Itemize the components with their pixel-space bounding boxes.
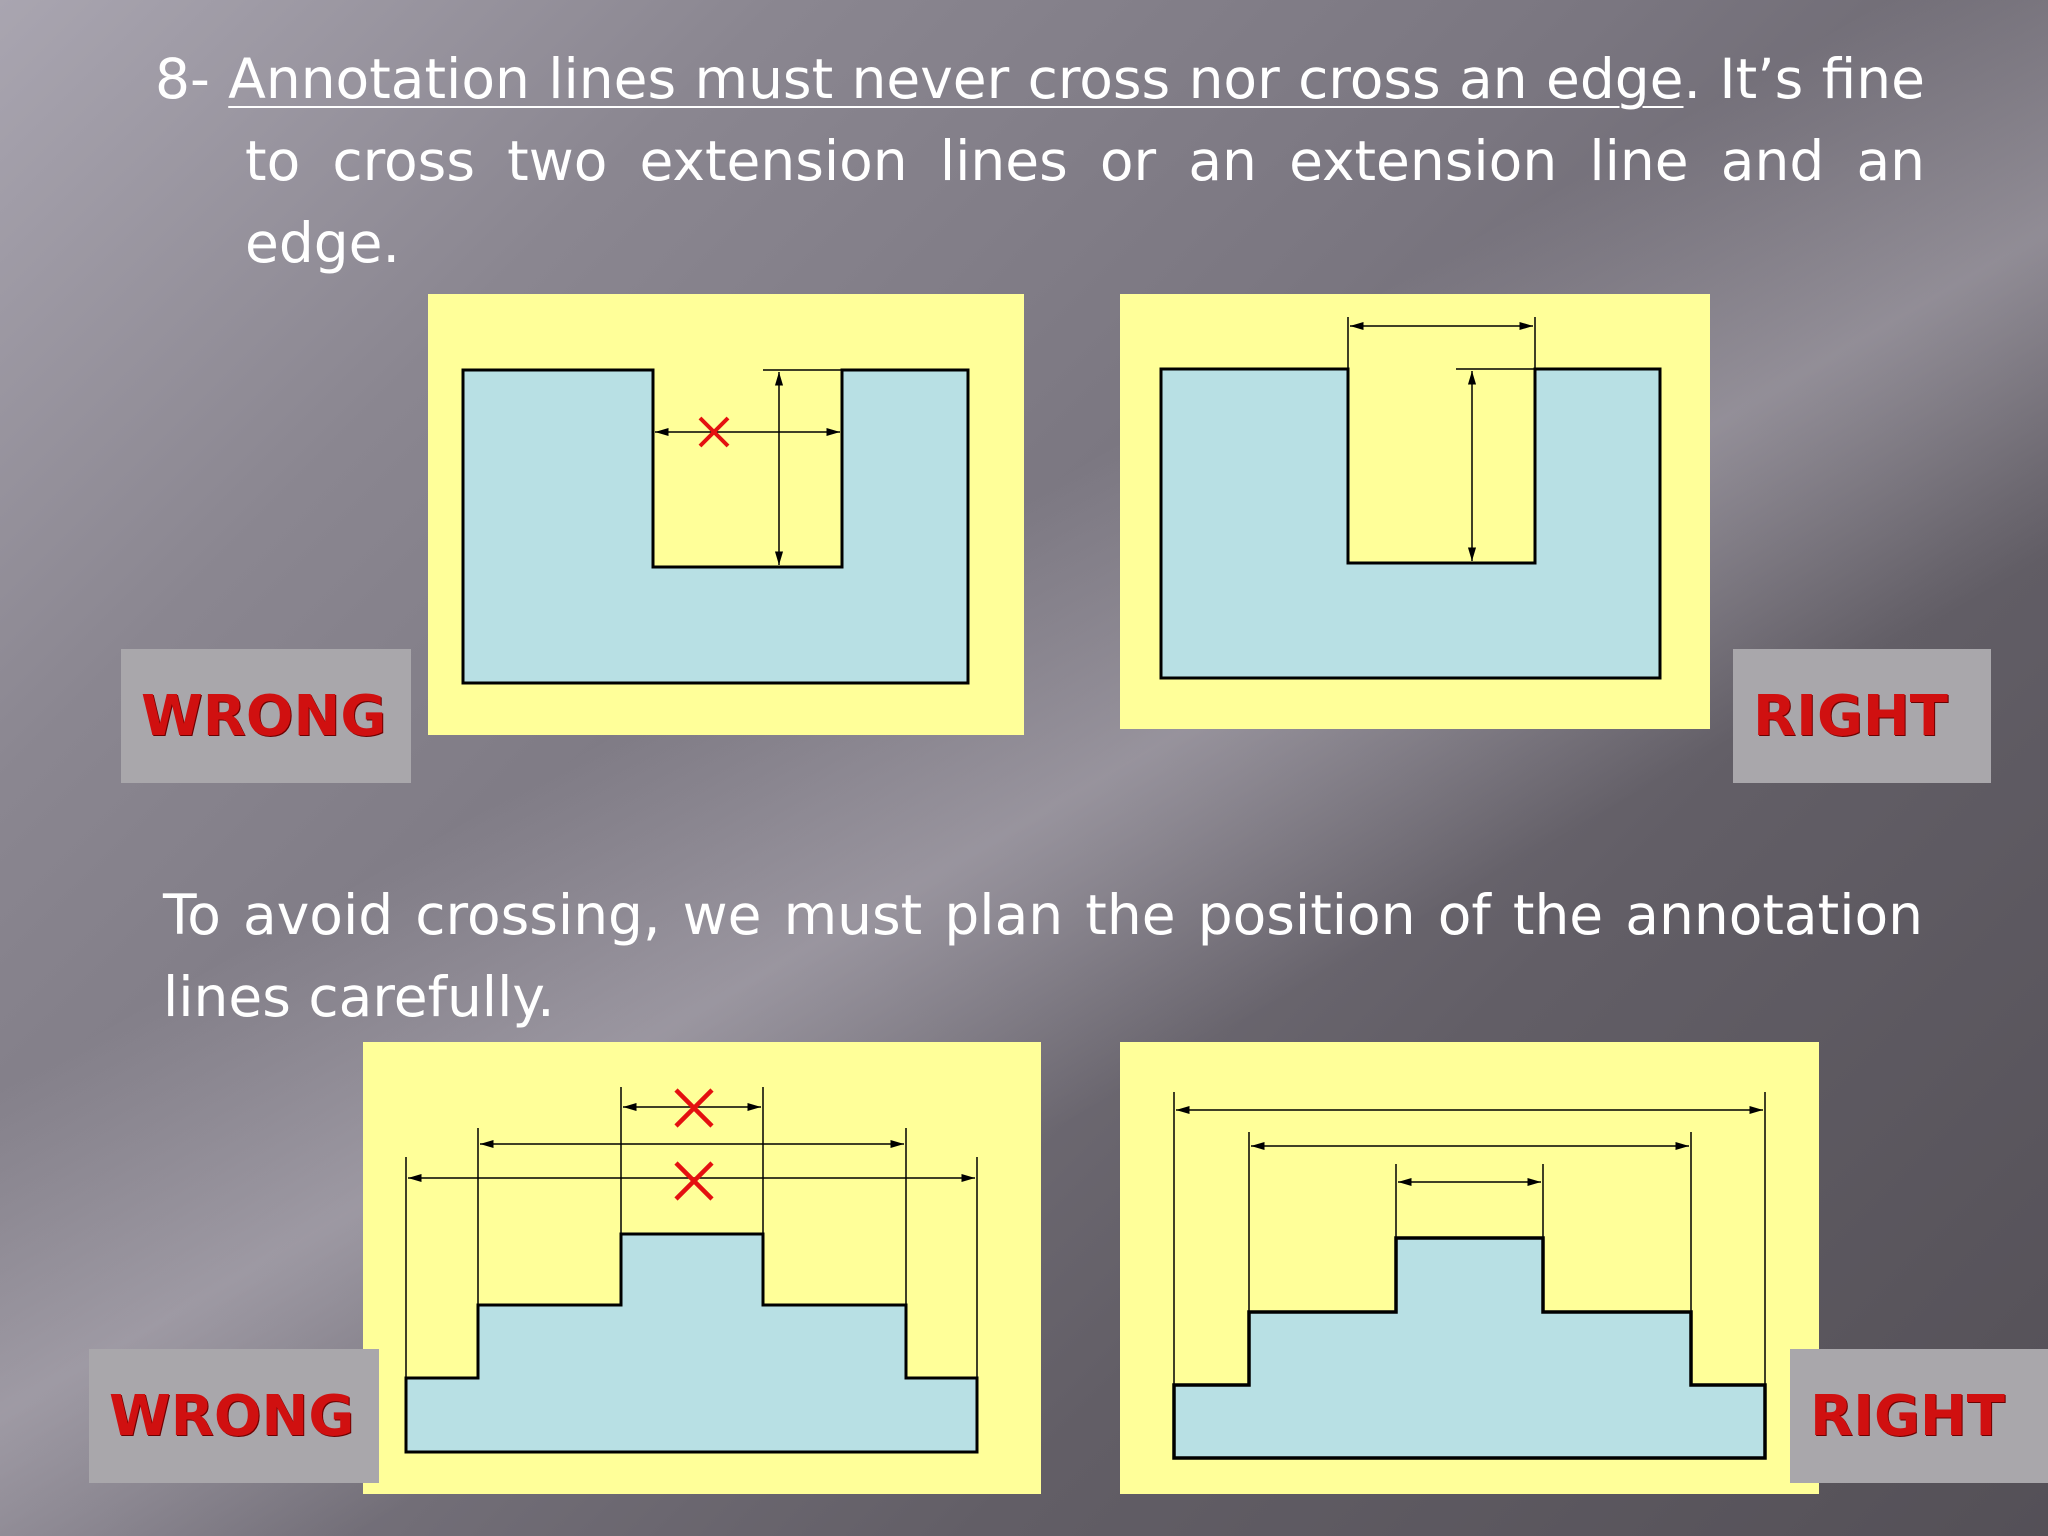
red-x-mark-icon <box>674 1161 714 1201</box>
right-label: RIGHT <box>1733 649 1991 783</box>
red-x-mark-icon <box>674 1088 714 1128</box>
stepped-part <box>404 1232 979 1454</box>
u-shape-part <box>1159 367 1662 680</box>
right-label: RIGHT <box>1790 1349 2048 1483</box>
figure-1-wrong-panel <box>428 294 1024 735</box>
wrong-label: WRONG <box>89 1349 379 1483</box>
u-shape-part <box>461 368 970 685</box>
heading-rest: . It’s fine to cross two extension lines… <box>245 47 1925 275</box>
heading-number: 8- <box>155 47 229 111</box>
stepped-part <box>1172 1236 1767 1460</box>
figure-1-right-panel <box>1120 294 1710 729</box>
paragraph-2: To avoid crossing, we must plan the posi… <box>163 883 1923 1029</box>
red-x-mark-icon <box>698 416 730 448</box>
heading-underlined-rule: Annotation lines must never cross nor cr… <box>228 47 1684 111</box>
heading-text: 8- Annotation lines must never cross nor… <box>155 38 1925 284</box>
wrong-label: WRONG <box>121 649 411 783</box>
figure-2-wrong-panel <box>363 1042 1041 1494</box>
figure-2-right-panel <box>1120 1042 1819 1494</box>
